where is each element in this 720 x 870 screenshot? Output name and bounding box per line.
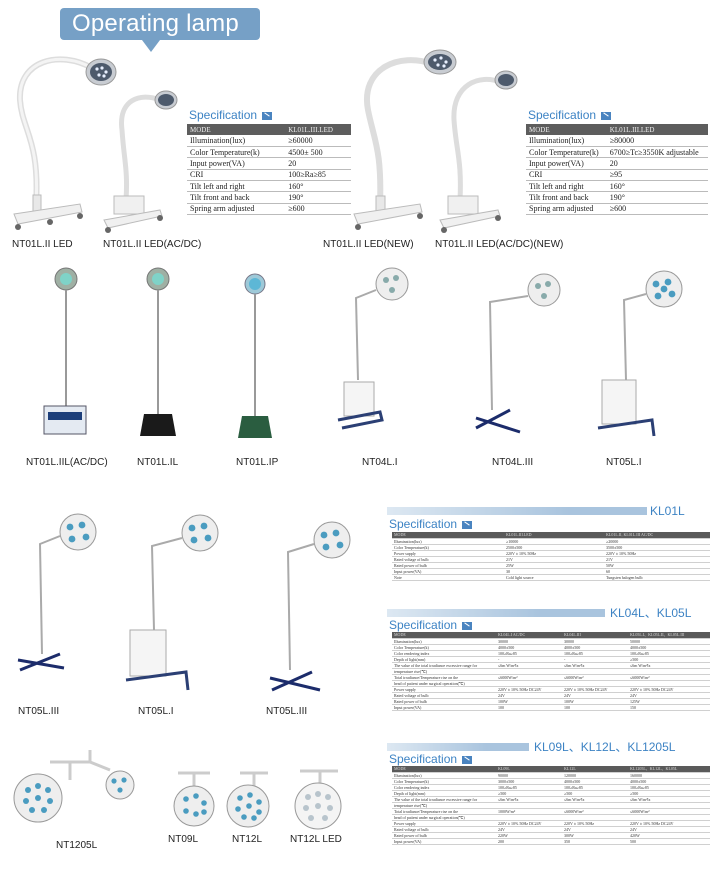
spec-heading-kl04: Specification	[389, 618, 473, 632]
caption-nt01l-iil-acdc: NT01L.IIL(AC/DC)	[26, 457, 108, 468]
caption-nt12l-led: NT12L LED	[290, 834, 342, 845]
caption-nt05l-i-b: NT05L.I	[138, 706, 174, 717]
caption-nt05l-iii-a: NT05L.III	[18, 706, 60, 717]
spec-arrow-icon	[262, 111, 273, 120]
caption-nt01l-ii-led-new: NT01L.II LED(NEW)	[323, 239, 414, 250]
model-title-kl04: KL04L、KL05L	[610, 606, 692, 620]
lamp-nt01l-ii-led	[13, 49, 518, 233]
caption-nt04l-i: NT04L.I	[362, 457, 398, 468]
spec-arrow-icon	[462, 621, 473, 630]
caption-nt01l-ii-led-acdc: NT01L.II LED(AC/DC)	[103, 239, 202, 250]
caption-nt12l: NT12L	[232, 834, 263, 845]
caption-nt05l-iii-b: NT05L.III	[266, 706, 308, 717]
caption-nt01l-ii-led: NT01L.II LED	[12, 239, 73, 250]
lamps-row-3	[17, 513, 351, 692]
spec-heading-right: Specification	[528, 108, 612, 122]
spec-arrow-icon	[462, 755, 473, 764]
model-bar-kl09	[387, 743, 529, 751]
model-title-kl09: KL09L、KL12L、KL1205L	[534, 740, 676, 754]
caption-nt01l-il: NT01L.IL	[137, 457, 179, 468]
spec-heading-kl01: Specification	[389, 517, 473, 531]
model-bar-kl04	[387, 609, 605, 617]
caption-nt09l: NT09L	[168, 834, 199, 845]
caption-nt01l-ip: NT01L.IP	[236, 457, 279, 468]
caption-nt01l-ii-led-acdc-new: NT01L.II LED(AC/DC)(NEW)	[435, 239, 564, 250]
spec-heading-kl09: Specification	[389, 752, 473, 766]
lamps-row-2	[43, 267, 683, 438]
model-title-kl01: KL01L	[650, 504, 685, 518]
page-title: Operating lamp	[72, 10, 239, 37]
caption-nt04l-iii: NT04L.III	[492, 457, 534, 468]
caption-nt05l-i: NT05L.I	[606, 457, 642, 468]
spec-arrow-icon	[601, 111, 612, 120]
page-title-banner: Operating lamp	[60, 8, 260, 52]
model-bar-kl01	[387, 507, 647, 515]
spec-arrow-icon	[462, 520, 473, 529]
caption-nt1205l: NT1205L	[56, 840, 98, 851]
lamps-row-4	[13, 750, 342, 830]
spec-heading-left: Specification	[189, 108, 273, 122]
